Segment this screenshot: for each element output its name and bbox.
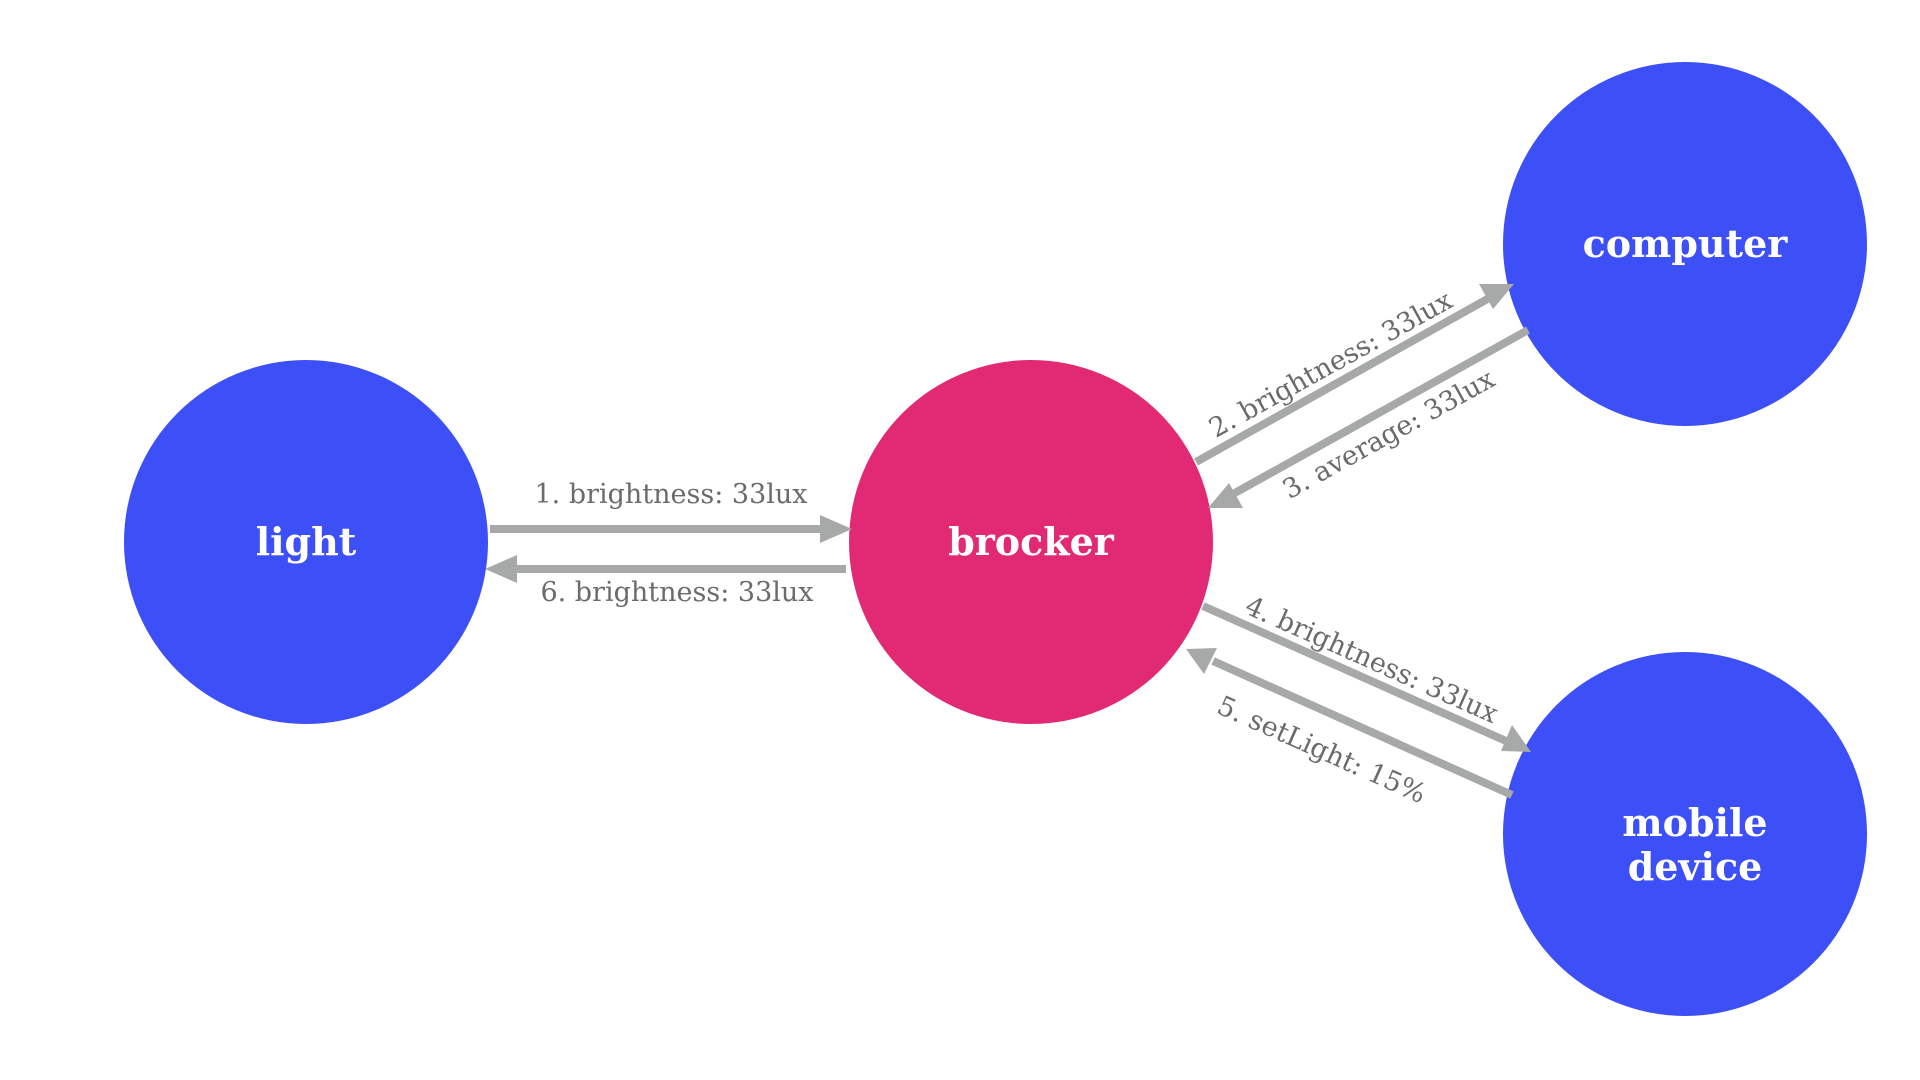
arrow-5-mobile-to-broker [1186, 648, 1514, 799]
arrow-3-computer-to-broker [1208, 326, 1530, 508]
arrow-3-head [1208, 483, 1243, 508]
arrow-5-head [1186, 648, 1217, 674]
arrow-4-broker-to-mobile [1201, 602, 1531, 752]
arrow-3-shaft [1231, 326, 1530, 498]
node-broker-label: brocker [948, 519, 1115, 564]
node-light-circle [124, 360, 488, 724]
node-broker-circle [849, 360, 1213, 724]
arrow-6-broker-to-light [485, 555, 846, 583]
arrow-4-head [1501, 725, 1531, 752]
node-light[interactable]: light [124, 360, 488, 724]
node-light-label: light [256, 519, 357, 564]
arrow-2-head [1479, 284, 1514, 309]
node-computer-label: computer [1583, 221, 1789, 266]
node-broker[interactable]: brocker [849, 360, 1213, 724]
arrow-2-broker-to-computer [1194, 284, 1514, 466]
node-computer-circle [1503, 62, 1867, 426]
edge-label-1: 1. brightness: 33lux [534, 479, 807, 510]
node-mobile-device[interactable]: mobile device [1503, 652, 1867, 1016]
arrow-6-head [485, 555, 517, 583]
node-computer[interactable]: computer [1503, 62, 1867, 426]
node-mobile-device-label-line1: mobile [1622, 800, 1767, 845]
edge-label-4: 4. brightness: 33lux [1240, 591, 1502, 730]
arrow-4-shaft [1201, 602, 1508, 745]
node-mobile-device-label-line2: device [1628, 844, 1763, 889]
arrow-1-light-to-broker [490, 515, 852, 543]
arrow-1-head [820, 515, 852, 543]
arrow-5-shaft [1211, 657, 1514, 799]
arrow-2-shaft [1194, 293, 1493, 466]
node-mobile-device-circle [1503, 652, 1867, 1016]
edge-label-6: 6. brightness: 33lux [540, 577, 813, 608]
